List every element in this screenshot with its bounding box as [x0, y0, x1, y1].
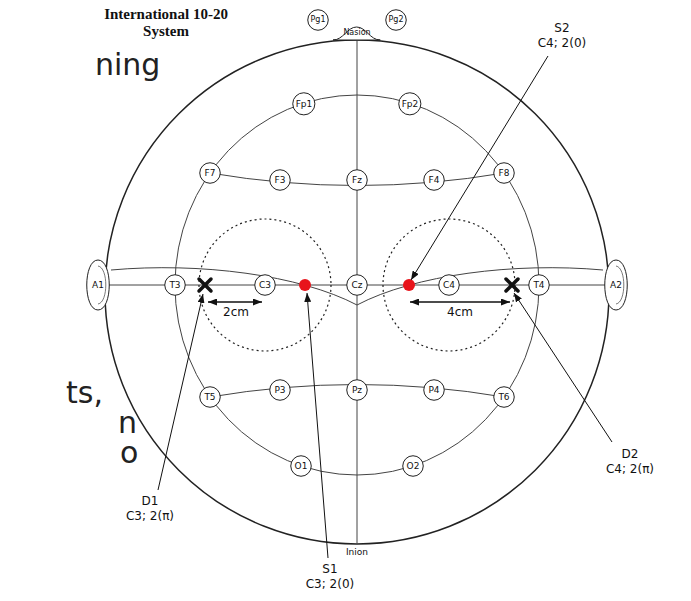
leader-line — [411, 56, 548, 280]
electrode-label: F4 — [429, 176, 440, 185]
electrode-label: T3 — [169, 281, 180, 290]
electrode-circle: O2 — [402, 455, 424, 477]
electrode-circle: O1 — [290, 455, 312, 477]
dimension-label: 4cm — [447, 306, 473, 320]
electrode-circle: T4 — [528, 274, 550, 296]
frontal-arc — [210, 173, 504, 186]
electrode-label: Fz — [352, 176, 362, 185]
electrode-label: A1 — [92, 281, 104, 290]
electrode-circle: Fp2 — [398, 92, 422, 116]
source-dot — [299, 279, 311, 291]
callout-value: C3; 2(π) — [126, 510, 174, 524]
electrode-label: Cz — [351, 281, 362, 290]
nasion-nose: Nasion — [333, 27, 380, 40]
electrode-circle: C3 — [254, 274, 276, 296]
ear-curve — [111, 268, 603, 305]
electrode-label: P3 — [274, 386, 285, 395]
electrode-circle: P3 — [269, 379, 291, 401]
electrode-circle: F3 — [269, 169, 291, 191]
electrode-label: O1 — [295, 462, 308, 471]
electrode-circle: T5 — [199, 386, 221, 408]
dotted-circle — [199, 219, 331, 351]
electrode-label: F7 — [205, 169, 216, 178]
dimension-arrow — [208, 301, 262, 303]
landmark-label: Inion — [346, 547, 368, 557]
electrode-label: T5 — [204, 393, 215, 402]
electrode-label: Pz — [352, 386, 362, 395]
head-outline — [105, 40, 609, 544]
electrode-label: Pg2 — [389, 16, 404, 24]
detector-cross — [199, 279, 211, 291]
electrode-circle: Pz — [346, 379, 368, 401]
reference-electrode: Pg1 — [307, 9, 329, 31]
electrode-label: F3 — [275, 176, 286, 185]
electrode-circle: P4 — [423, 379, 445, 401]
leader-line — [514, 293, 612, 442]
ear-shape: A2 — [603, 260, 629, 310]
electrode-circle: C4 — [438, 274, 460, 296]
callout-name: S1 — [322, 563, 337, 577]
callout-name: D2 — [622, 448, 639, 462]
callout-name: S2 — [554, 22, 569, 36]
callout-value: C4; 2(π) — [606, 463, 654, 477]
electrode-label: Nasion — [343, 29, 370, 37]
dotted-circle — [383, 219, 515, 351]
ear-shape: A1 — [85, 260, 111, 310]
callout-value: C3; 2(0) — [306, 578, 355, 592]
leader-line — [307, 293, 328, 558]
electrode-label: T4 — [533, 281, 544, 290]
slide-text-fragment: ts, — [66, 376, 103, 411]
electrode-circle: Fz — [346, 169, 368, 191]
electrode-label: Fp1 — [296, 100, 313, 109]
electrode-circle: T3 — [164, 274, 186, 296]
electrode-circle: F8 — [493, 162, 515, 184]
electrode-label: Pg1 — [311, 16, 326, 24]
reference-electrode: Pg2 — [385, 9, 407, 31]
electrode-label: P4 — [428, 386, 439, 395]
source-dot — [403, 279, 415, 291]
callout-value: C4; 2(0) — [538, 37, 587, 51]
slide-text-fragment: o — [120, 436, 138, 471]
dimension-arrow — [410, 301, 510, 303]
electrode-circle: T6 — [493, 386, 515, 408]
detector-cross — [506, 279, 518, 291]
electrode-label: C3 — [259, 281, 271, 290]
electrode-circle: Cz — [346, 274, 368, 296]
electrode-label: O2 — [407, 462, 420, 471]
dimension-label: 2cm — [223, 306, 249, 320]
slide-text-fragment: ning — [95, 48, 160, 83]
electrode-label: F8 — [499, 169, 510, 178]
electrode-circle: Fp1 — [292, 92, 316, 116]
electrode-circle: F4 — [423, 169, 445, 191]
electrode-label: Fp2 — [402, 100, 419, 109]
electrode-label: T6 — [498, 393, 509, 402]
electrode-label: A2 — [610, 281, 622, 290]
leader-line — [158, 294, 203, 490]
callout-name: D1 — [142, 495, 159, 509]
electrode-circle: F7 — [199, 162, 221, 184]
diagram-title: International 10-20 System — [88, 6, 244, 41]
electrode-label: C4 — [443, 281, 455, 290]
